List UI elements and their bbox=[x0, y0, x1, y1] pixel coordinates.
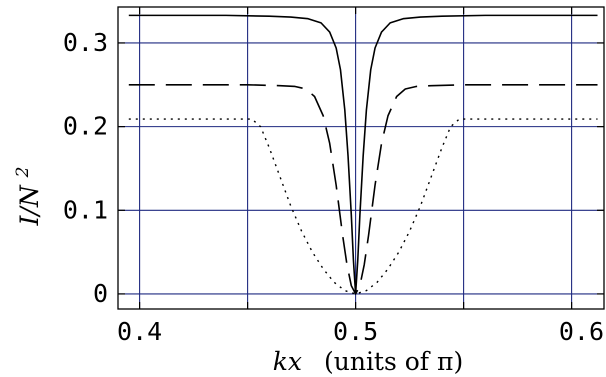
y-tick-label-1: 0.1 bbox=[63, 195, 108, 224]
y-tick-label-2: 0.2 bbox=[63, 112, 108, 141]
x-axis-label: kx (units of π) bbox=[273, 347, 463, 376]
y-axis-label-base: I/N bbox=[15, 184, 44, 226]
series-line-solid bbox=[128, 14, 598, 295]
x-axis-label-units: (units of π) bbox=[324, 347, 463, 376]
x-tick-label-2: 0.6 bbox=[559, 317, 604, 346]
y-axis-label: I/N 2 bbox=[13, 167, 44, 227]
y-tick-labels: 0 0.1 0.2 0.3 bbox=[63, 28, 108, 308]
grid-lines bbox=[118, 7, 604, 309]
x-tick-label-1: 0.5 bbox=[333, 317, 378, 346]
y-tick-label-0: 0 bbox=[93, 279, 108, 308]
y-axis-label-exponent: 2 bbox=[13, 167, 33, 179]
x-tick-label-0: 0.4 bbox=[117, 317, 162, 346]
x-tick-labels: 0.4 0.5 0.6 bbox=[117, 317, 604, 346]
plot-frame bbox=[117, 6, 605, 310]
tick-marks bbox=[118, 7, 604, 309]
series-line-dashed bbox=[128, 84, 598, 295]
y-tick-label-3: 0.3 bbox=[63, 28, 108, 57]
series-lines bbox=[128, 14, 598, 295]
x-axis-label-var: kx bbox=[273, 347, 302, 376]
